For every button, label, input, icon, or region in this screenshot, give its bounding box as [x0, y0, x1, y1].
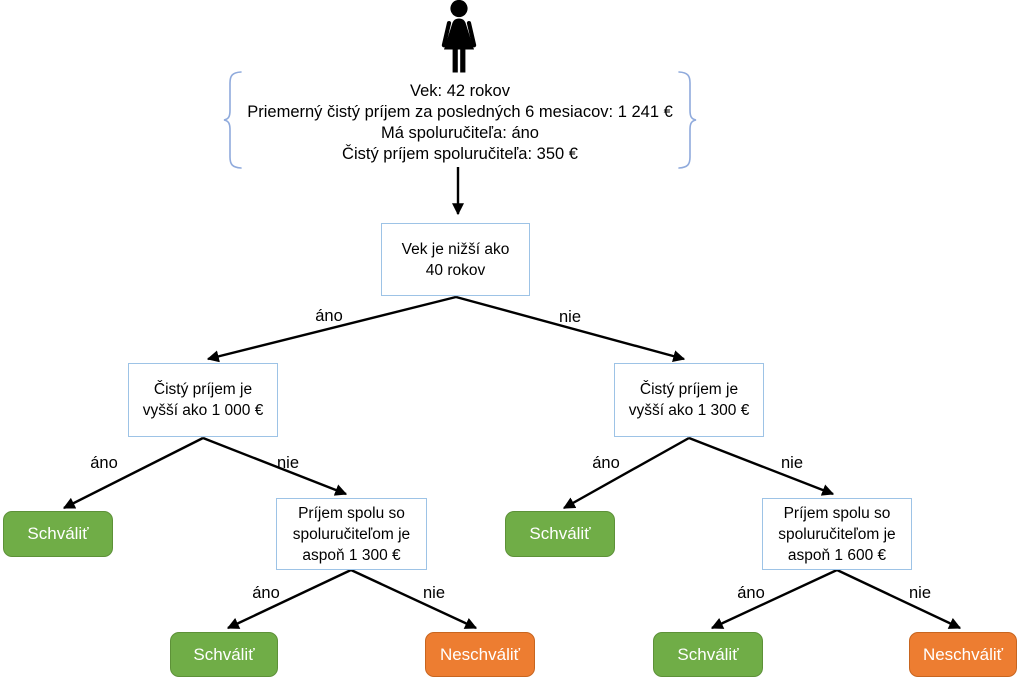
edge-label-left-no: nie [276, 454, 300, 472]
leaf-reject-right-no: Neschváliť [909, 632, 1017, 677]
edge-root-no-line [455, 295, 686, 362]
edge-left-no-yes-line [226, 568, 352, 630]
leaf-approve-right-no: Schváliť [653, 632, 763, 677]
applicant-attribute-age: Vek: 42 rokov [410, 82, 510, 100]
edge-label-left-no-yes: áno [252, 584, 280, 602]
leaf-approve-left-no: Schváliť [170, 632, 278, 677]
left-brace-icon [223, 71, 242, 169]
edge-right-no-line [688, 436, 835, 496]
applicant-attribute-coguarantor-income: Čistý príjem spoluručiteľa: 350 € [342, 145, 578, 163]
edge-right-no-no-line [836, 568, 962, 630]
edge-right-yes-line [562, 436, 690, 510]
decision-node-root: Vek je nižší ako 40 rokov [381, 223, 530, 296]
edge-label-right-no-no: nie [908, 584, 932, 602]
edge-label-right-no: nie [780, 454, 804, 472]
decision-node-right-no: Príjem spolu so spoluručiteľom je aspoň … [762, 498, 912, 570]
edge-label-left-yes: áno [90, 454, 118, 472]
applicant-attributes: Vek: 42 rokov Priemerný čistý príjem za … [160, 81, 760, 165]
woman-icon [441, 0, 477, 73]
leaf-approve-left: Schváliť [3, 511, 113, 557]
decision-node-left: Čistý príjem je vyšší ako 1 000 € [128, 363, 278, 437]
edge-label-right-yes: áno [592, 454, 620, 472]
applicant-attribute-income: Priemerný čistý príjem za posledných 6 m… [247, 103, 673, 121]
edge-label-root-yes: áno [315, 307, 343, 325]
leaf-approve-right: Schváliť [505, 511, 615, 557]
decision-node-left-no: Príjem spolu so spoluručiteľom je aspoň … [276, 498, 427, 570]
edge-left-yes-line [62, 436, 204, 510]
leaf-reject-left-no: Neschváliť [425, 632, 535, 677]
edge-label-left-no-no: nie [422, 584, 446, 602]
edge-label-root-no: nie [558, 308, 582, 326]
edge-label-right-no-yes: áno [737, 584, 765, 602]
edge-left-no-line [202, 436, 348, 496]
right-brace-icon [678, 71, 697, 169]
edge-root-yes-line [206, 295, 457, 363]
edge-left-no-no-line [350, 568, 478, 630]
edge-right-no-yes-line [710, 568, 838, 630]
applicant-attribute-coguarantor: Má spoluručiteľa: áno [381, 124, 539, 142]
decision-node-right: Čistý príjem je vyšší ako 1 300 € [614, 363, 764, 437]
